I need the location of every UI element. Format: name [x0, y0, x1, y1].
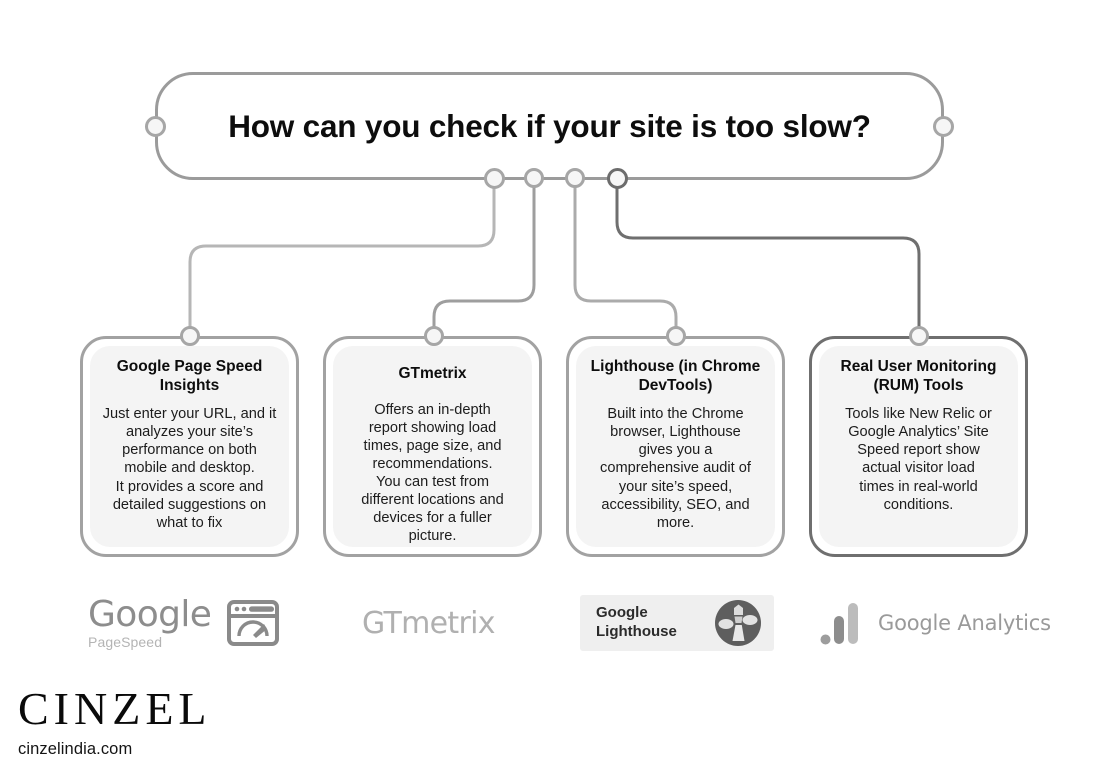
card-real-user-monitoring[interactable]: Real User Monitoring (RUM) Tools Tools l…: [809, 336, 1028, 557]
lighthouse-icon: [715, 600, 761, 646]
branch-node-2: [524, 168, 544, 188]
card-inner-panel: Google Page Speed Insights Just enter yo…: [90, 346, 289, 547]
logo-google-lighthouse: Google Lighthouse: [580, 583, 774, 663]
logo-row: Google PageSpeed GTmetrix Google Lightho…: [0, 583, 1110, 663]
card-body: Tools like New Relic or Google Analytics…: [845, 406, 992, 513]
card-title: Real User Monitoring (RUM) Tools: [840, 358, 997, 394]
analytics-bars-icon: [820, 603, 858, 645]
card-gtmetrix[interactable]: GTmetrix Offers an in-depth report showi…: [323, 336, 542, 557]
card-title: GTmetrix: [398, 365, 467, 382]
header-node-left: [145, 116, 166, 137]
gtmetrix-wordmark: GTmetrix: [362, 605, 495, 641]
card-title: Lighthouse (in Chrome DevTools): [590, 358, 761, 394]
card-lighthouse[interactable]: Lighthouse (in Chrome DevTools) Built in…: [566, 336, 785, 557]
card-node-3: [666, 326, 686, 346]
card-inner-panel: GTmetrix Offers an in-depth report showi…: [333, 346, 532, 547]
pagespeed-google-word: Google: [88, 594, 212, 635]
lighthouse-badge: Google Lighthouse: [580, 595, 774, 651]
card-node-1: [180, 326, 200, 346]
card-body: Offers an in-depth report showing load t…: [361, 401, 504, 545]
card-body: Just enter your URL, and it analyzes you…: [102, 406, 277, 531]
logo-gtmetrix: GTmetrix: [362, 583, 495, 663]
branch-node-4: [607, 168, 628, 189]
browser-speedometer-icon: [227, 600, 280, 646]
header-node-right: [933, 116, 954, 137]
card-title: Google Page Speed Insights: [116, 358, 263, 394]
pagespeed-sub-word: PageSpeed: [88, 634, 163, 650]
analytics-wordmark: Google Analytics: [878, 611, 1051, 635]
pagespeed-wordmark: Google PageSpeed: [88, 594, 212, 650]
brand-logo-text: CINZEL: [18, 683, 212, 734]
brand-block: CINZEL cinzelindia.com: [18, 686, 212, 759]
card-inner-panel: Real User Monitoring (RUM) Tools Tools l…: [819, 346, 1018, 547]
branch-node-1: [484, 168, 505, 189]
card-body: Built into the Chrome browser, Lighthous…: [600, 406, 751, 531]
lighthouse-label: Google Lighthouse: [596, 604, 677, 640]
brand-website-url: cinzelindia.com: [18, 740, 133, 758]
logo-google-pagespeed: Google PageSpeed: [88, 583, 280, 663]
card-node-4: [909, 326, 929, 346]
card-node-2: [424, 326, 444, 346]
card-google-page-speed-insights[interactable]: Google Page Speed Insights Just enter yo…: [80, 336, 299, 557]
card-inner-panel: Lighthouse (in Chrome DevTools) Built in…: [576, 346, 775, 547]
header-question-box: How can you check if your site is too sl…: [155, 72, 944, 180]
branch-node-3: [565, 168, 585, 188]
page-title: How can you check if your site is too sl…: [228, 107, 871, 144]
logo-google-analytics: Google Analytics: [820, 583, 1051, 663]
